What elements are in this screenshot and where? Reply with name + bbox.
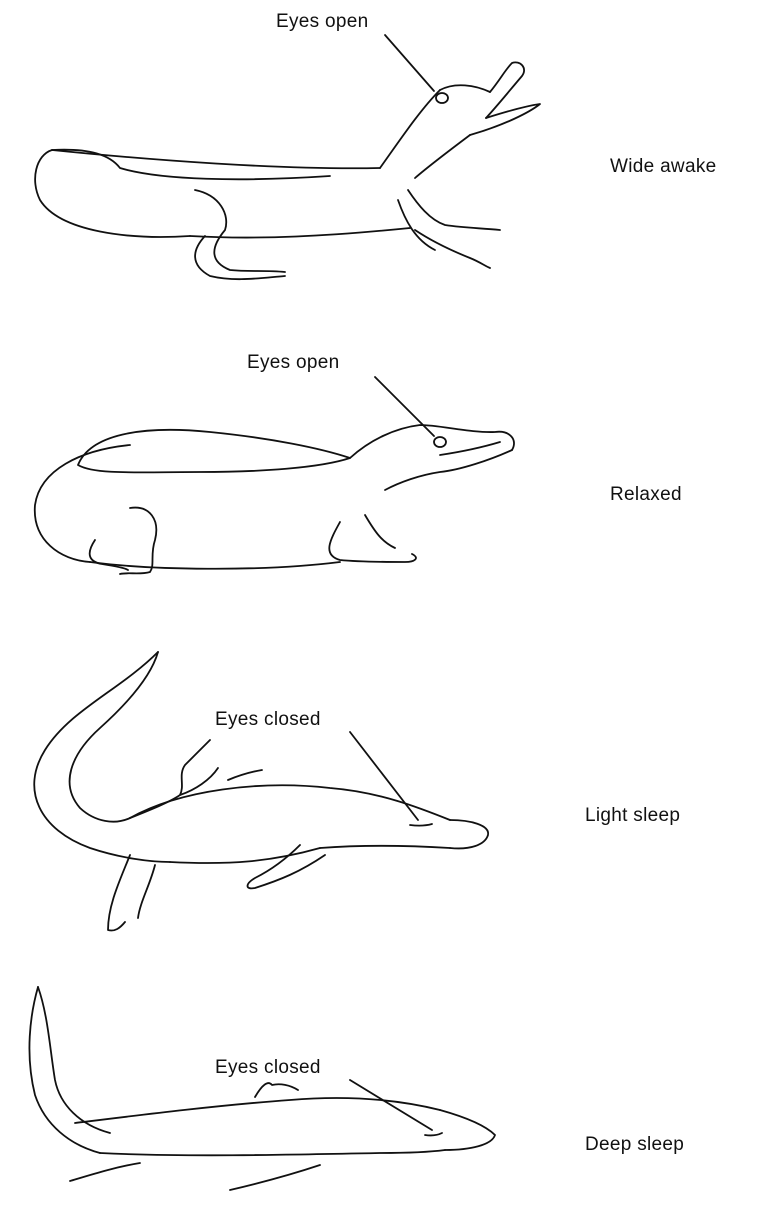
alligator-relaxed-drawing <box>0 300 783 600</box>
eye-label: Eyes closed <box>215 710 321 729</box>
state-label: Deep sleep <box>585 1135 684 1154</box>
alligator-wide-awake-drawing <box>0 0 783 300</box>
state-label: Light sleep <box>585 806 680 825</box>
alligator-light-sleep-drawing <box>0 640 783 960</box>
state-label: Relaxed <box>610 485 682 504</box>
state-label: Wide awake <box>610 157 717 176</box>
eye-label: Eyes closed <box>215 1058 321 1077</box>
alligator-deep-sleep-drawing <box>0 985 783 1217</box>
eye-label: Eyes open <box>247 353 340 372</box>
eye-label: Eyes open <box>276 12 369 31</box>
